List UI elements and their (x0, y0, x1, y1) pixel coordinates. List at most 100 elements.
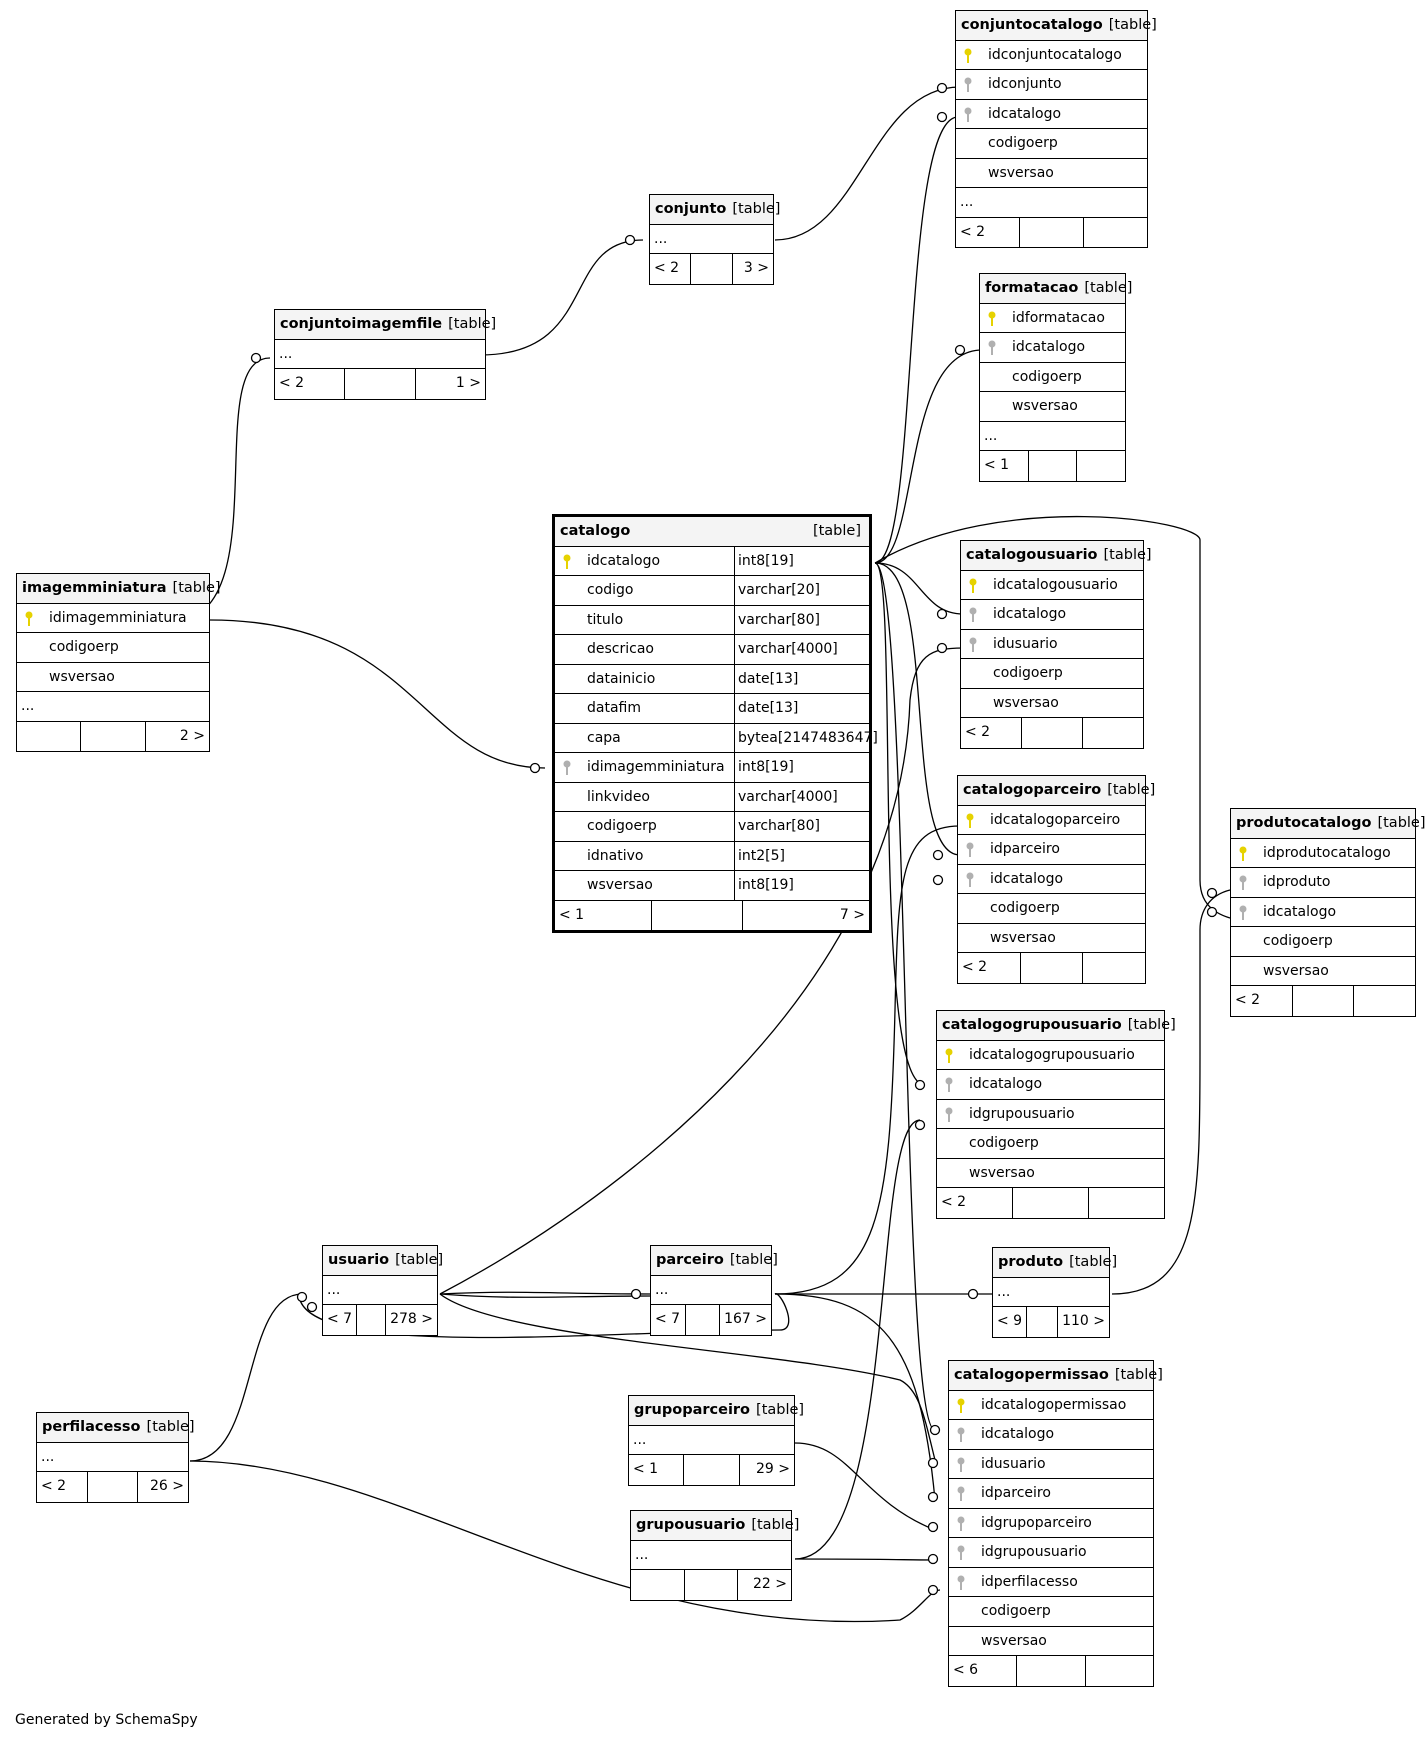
table-header: catalogousuario[table] (961, 541, 1152, 571)
ellipsis-row: ... (629, 1426, 794, 1455)
column-row[interactable]: idcatalogo (949, 1420, 1153, 1450)
column-row[interactable]: wsversao (958, 924, 1145, 953)
table-grupousuario[interactable]: grupousuario[table] ... 22 > (630, 1510, 799, 1601)
column-row[interactable]: idcatalogo (956, 100, 1147, 129)
column-row[interactable]: wsversao (1231, 957, 1415, 986)
column-row[interactable]: codigoerp (980, 363, 1125, 392)
foreign-key-icon (1239, 905, 1247, 920)
column-row[interactable]: codigoerp (958, 894, 1145, 924)
table-header: usuario[table] (323, 1246, 443, 1276)
column-row[interactable]: codigoerp (961, 659, 1143, 689)
column-row[interactable]: wsversao (949, 1627, 1153, 1656)
column-row[interactable]: idcatalogopermissao (949, 1391, 1153, 1420)
column-row[interactable]: idcatalogousuario (961, 571, 1143, 600)
table-catalogogrupousuario[interactable]: catalogogrupousuario[table] idcatalogogr… (936, 1010, 1176, 1219)
ellipsis-row: ... (980, 422, 1125, 451)
primary-key-icon (1239, 846, 1247, 861)
table-header: produto[table] (993, 1248, 1117, 1278)
column-row[interactable]: idgrupoparceiro (949, 1509, 1153, 1538)
primary-key-icon (966, 813, 974, 828)
foreign-key-icon (988, 340, 996, 355)
column-row[interactable]: idconjunto (956, 70, 1147, 100)
column-row[interactable]: idproduto (1231, 868, 1415, 898)
column-row[interactable]: idusuario (949, 1450, 1153, 1479)
column-row[interactable]: idcatalogogrupousuario (937, 1041, 1164, 1070)
foreign-key-icon (945, 1077, 953, 1092)
column-row[interactable]: idcatalogo (958, 865, 1145, 894)
foreign-key-icon (957, 1516, 965, 1531)
table-formatacao[interactable]: formatacao[table] idformatacao idcatalog… (979, 273, 1132, 482)
column-row[interactable]: codigoerp (937, 1129, 1164, 1159)
foreign-key-icon (945, 1107, 953, 1122)
column-row[interactable]: idformatacao (980, 304, 1125, 333)
primary-key-icon (563, 554, 571, 569)
column-row[interactable]: idcatalogo (937, 1070, 1164, 1100)
column-row[interactable]: wsversao (956, 159, 1147, 188)
column-row[interactable]: idgrupousuario (949, 1538, 1153, 1568)
primary-key-icon (988, 311, 996, 326)
table-footer: < 6 (949, 1656, 1153, 1686)
column-row[interactable]: idimagemminiatura (17, 604, 209, 633)
column-row[interactable]: codigoerp (949, 1597, 1153, 1627)
table-header: imagemminiatura[table] (17, 574, 221, 604)
ellipsis-row: ... (275, 340, 485, 369)
foreign-key-icon (1239, 875, 1247, 890)
column-row[interactable]: idcatalogo (1231, 898, 1415, 927)
column-row[interactable]: idcatalogo (961, 600, 1143, 630)
foreign-key-icon (966, 872, 974, 887)
ellipsis-row: ... (650, 225, 773, 254)
table-header: grupousuario[table] (631, 1511, 799, 1541)
table-header: conjunto[table] (650, 195, 780, 225)
table-footer: < 2 (956, 217, 1147, 247)
table-produtocatalogo[interactable]: produtocatalogo[table] idprodutocatalogo… (1230, 808, 1426, 1017)
column-row[interactable]: codigoerp (1231, 927, 1415, 957)
column-row[interactable]: wsversao (980, 392, 1125, 422)
column-row[interactable]: idusuario (961, 630, 1143, 659)
table-conjuntocatalogo[interactable]: conjuntocatalogo[table] idconjuntocatalo… (955, 10, 1157, 248)
column-row[interactable]: idprodutocatalogo (1231, 839, 1415, 868)
primary-key-icon (25, 611, 33, 626)
foreign-key-icon (563, 760, 571, 775)
column-row[interactable]: wsversao (17, 663, 209, 692)
column-row[interactable]: wsversao (961, 689, 1143, 718)
column-row[interactable]: idparceiro (958, 835, 1145, 865)
table-footer: < 2 (961, 718, 1143, 748)
table-catalogousuario[interactable]: catalogousuario[table] idcatalogousuario… (960, 540, 1152, 749)
column-row[interactable]: codigoerp (956, 129, 1147, 159)
table-catalogoparceiro[interactable]: catalogoparceiro[table] idcatalogoparcei… (957, 775, 1155, 984)
column-row[interactable]: idcatalogo (980, 333, 1125, 363)
column-row[interactable]: wsversao (937, 1159, 1164, 1188)
column-row[interactable]: idcatalogoparceiro (958, 806, 1145, 835)
column-row[interactable]: idparceiro (949, 1479, 1153, 1509)
table-imagemminiatura[interactable]: imagemminiatura[table] idimagemminiatura… (16, 573, 221, 752)
table-header: catalogogrupousuario[table] (937, 1011, 1176, 1041)
table-catalogopermissao[interactable]: catalogopermissao[table] idcatalogopermi… (948, 1360, 1163, 1687)
column-row[interactable]: idconjuntocatalogo (956, 41, 1147, 70)
column-row[interactable]: codigoerp (17, 633, 209, 663)
column-row[interactable]: idgrupousuario (937, 1100, 1164, 1129)
column-row[interactable]: idperfilacesso (949, 1568, 1153, 1597)
table-header: perfilacesso[table] (37, 1413, 195, 1443)
